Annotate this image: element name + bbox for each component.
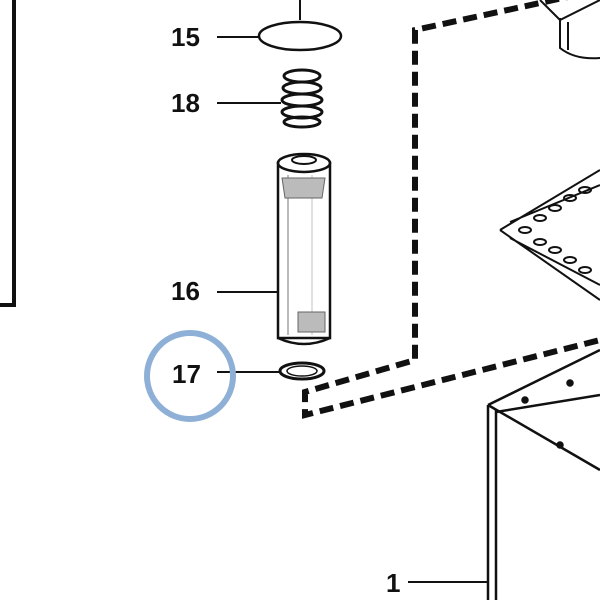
callout-16: 16 — [171, 276, 200, 306]
upper-housing — [539, 0, 600, 60]
part-16-filter-cartridge — [276, 152, 332, 346]
part-18-spring — [280, 68, 324, 129]
callout-18: 18 — [171, 88, 200, 118]
highlight-circle-17 — [144, 330, 236, 422]
part-15-seal — [257, 20, 343, 52]
callout-1: 1 — [386, 568, 400, 598]
callout-15: 15 — [171, 22, 200, 52]
left-panel-frame — [0, 0, 16, 307]
part-1-housing — [486, 348, 600, 600]
part-17-o-ring-inner — [286, 365, 318, 377]
gasket-plate — [499, 169, 600, 301]
callout-17: 17 — [172, 359, 201, 389]
dashed-assembly-boundary — [302, 0, 600, 419]
